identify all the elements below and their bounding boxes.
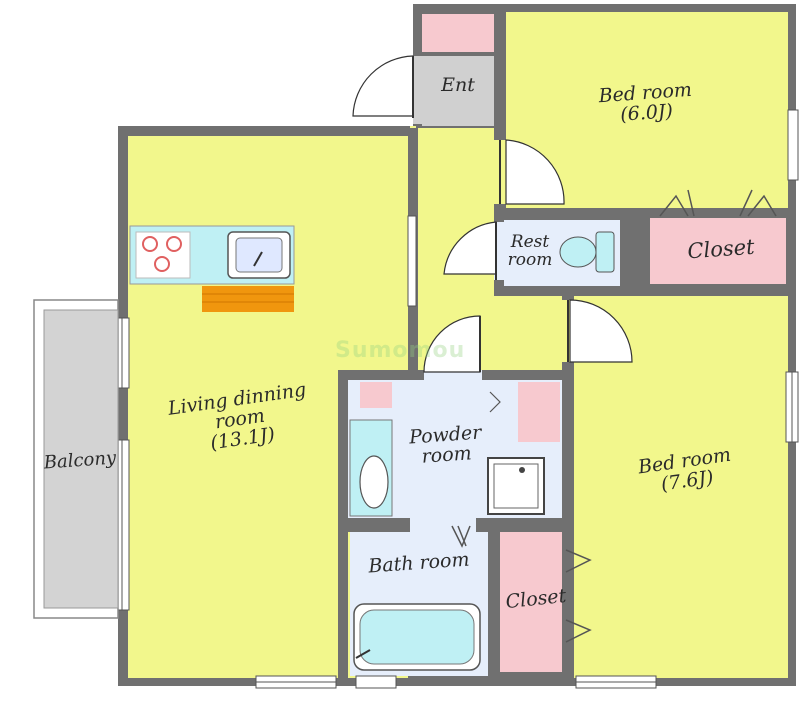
entrance-label: Ent (430, 74, 486, 96)
restroom-door-swing (443, 221, 497, 275)
restroom-line1: Rest (510, 232, 550, 252)
wall (562, 296, 574, 686)
entrance-shoe-box (422, 14, 494, 52)
front-door-swing (352, 55, 414, 117)
toilet-icon (559, 236, 597, 268)
window-mullions (121, 318, 793, 683)
entrance-name: Ent (441, 74, 475, 96)
restroom-label: Rest room (500, 232, 560, 270)
kitchen-sink-basin (235, 237, 283, 273)
closet-b-door-icon (565, 549, 592, 643)
kitchen-board-lines (202, 293, 294, 303)
closet-b-floor (500, 532, 562, 672)
restroom-door-gap (494, 222, 504, 280)
bath-door-gap (410, 518, 476, 532)
powder-cabinet (518, 382, 560, 442)
toilet-tank (595, 231, 615, 273)
kitchen-board (202, 286, 294, 312)
watermark: Sumomou (335, 338, 466, 363)
burner-icon (142, 236, 158, 252)
powder-shelf (360, 382, 392, 408)
powder-door-swing (423, 315, 481, 373)
bedroom-b-door-swing (569, 299, 633, 363)
bath-folding-door (451, 525, 471, 548)
balcony-floor (43, 309, 119, 609)
entrance-floor (422, 56, 494, 126)
faucet-icon (253, 251, 263, 267)
bathtub-basin (359, 609, 475, 665)
restroom-line2: room (507, 249, 553, 270)
powder-door-gap (424, 370, 482, 380)
drain-icon (519, 467, 525, 473)
burner-icon (154, 256, 170, 272)
front-door-gap (413, 56, 422, 124)
wall (494, 286, 796, 296)
bath-faucet-icon (355, 649, 371, 659)
washing-machine-inner (493, 463, 539, 509)
closet-a-door-icon (659, 189, 777, 217)
burner-icon (166, 236, 182, 252)
door-gap (410, 126, 416, 128)
wall (620, 210, 650, 290)
closet-a-floor (650, 218, 786, 284)
wall (488, 520, 500, 686)
bedroom-a-door-swing (505, 139, 565, 205)
folding-door-icon (489, 391, 501, 413)
powder-room-label: Powder room (397, 422, 496, 469)
washbasin-icon (359, 455, 389, 509)
